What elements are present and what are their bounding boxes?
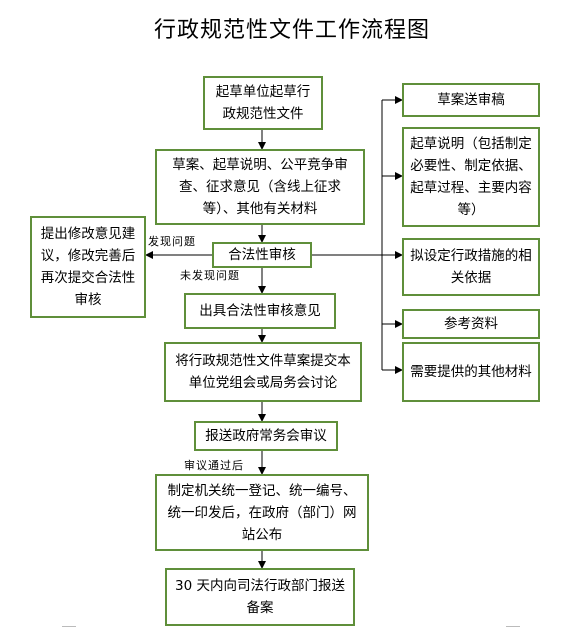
node-materials: 草案、起草说明、公平竞争审查、征求意见（含线上征求等）、其他有关材料 (155, 149, 365, 225)
node-legality-review: 合法性审核 (212, 242, 312, 268)
side-item-draft: 草案送审稿 (402, 83, 540, 117)
node-draft-unit: 起草单位起草行政规范性文件 (203, 76, 323, 130)
side-item-reference: 参考资料 (402, 309, 540, 339)
side-item-explanation: 起草说明（包括制定必要性、制定依据、起草过程、主要内容等） (402, 127, 540, 227)
edge-label-after-review: 审议通过后 (184, 459, 244, 472)
page-corner-mark-right (506, 626, 520, 627)
side-item-other: 需要提供的其他材料 (402, 342, 540, 402)
node-file-record: 30 天内向司法行政部门报送备案 (165, 568, 355, 626)
node-revise: 提出修改意见建议，修改完善后再次提交合法性审核 (30, 216, 146, 318)
node-gov-meeting: 报送政府常务会审议 (194, 421, 338, 451)
edge-label-no-problem: 未发现问题 (180, 269, 240, 282)
node-submit-party: 将行政规范性文件草案提交本单位党组会或局务会讨论 (164, 342, 362, 402)
edge-label-problem-found: 发现问题 (148, 235, 196, 248)
side-item-basis: 拟设定行政措施的相关依据 (402, 238, 540, 296)
node-publish: 制定机关统一登记、统一编号、统一印发后，在政府（部门）网站公布 (155, 474, 369, 551)
page-corner-mark-left (62, 626, 76, 627)
node-issue-opinion: 出具合法性审核意见 (184, 293, 336, 329)
page-title: 行政规范性文件工作流程图 (153, 18, 430, 43)
